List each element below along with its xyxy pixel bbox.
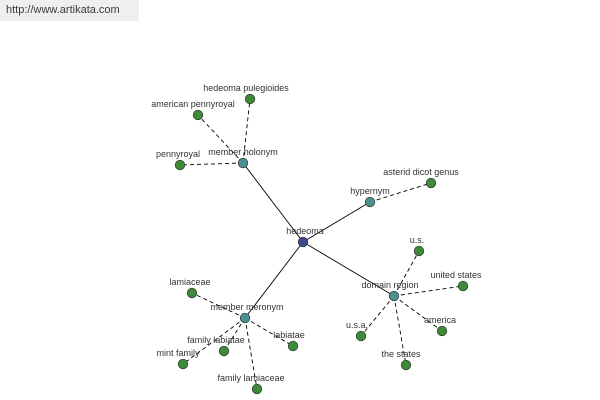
edge-hedeoma-member-holonym [242, 162, 304, 243]
edge-hedeoma-member-meronym [244, 241, 304, 319]
site-url-link[interactable]: http://www.artikata.com [6, 4, 120, 16]
node-member-meronym[interactable] [239, 312, 251, 324]
node-family-labiatae[interactable] [218, 345, 230, 357]
label-hedeoma-pulegioides: hedeoma pulegioides [203, 83, 289, 93]
node-member-holonym[interactable] [237, 157, 249, 169]
label-united-states: united states [430, 270, 482, 280]
node-hedeoma-pulegioides[interactable] [244, 93, 256, 105]
node-usa[interactable] [355, 330, 367, 342]
label-usa: u.s.a. [346, 320, 368, 330]
labels-layer: hedeoma member holonym hedeoma pulegioides… [151, 83, 482, 383]
node-asterid-dicot-genus[interactable] [425, 177, 437, 189]
edge-member-meronym-family-lamiaceae [244, 317, 258, 390]
label-hypernym: hypernym [350, 186, 390, 196]
label-the-states: the states [381, 349, 421, 359]
label-labiatae: labiatae [273, 330, 305, 340]
label-domain-region: domain region [361, 280, 418, 290]
node-american-pennyroyal[interactable] [192, 109, 204, 121]
node-pennyroyal[interactable] [174, 159, 186, 171]
edge-member-holonym-american-pennyroyal [197, 114, 244, 164]
edge-member-meronym-labiatae [244, 317, 294, 347]
edge-domain-region-united-states [393, 285, 464, 297]
node-hedeoma[interactable] [297, 236, 309, 248]
node-united-states[interactable] [457, 280, 469, 292]
edge-domain-region-america [393, 295, 443, 332]
node-family-lamiaceae[interactable] [251, 383, 263, 395]
node-hypernym[interactable] [364, 196, 376, 208]
edge-domain-region-the-states [393, 295, 407, 366]
edge-member-meronym-lamiaceae [191, 292, 246, 319]
edge-hedeoma-domain-region [302, 241, 395, 297]
label-american-pennyroyal: american pennyroyal [151, 99, 235, 109]
label-mint-family: mint family [156, 348, 200, 358]
node-domain-region[interactable] [388, 290, 400, 302]
label-lamiaceae: lamiaceae [169, 277, 210, 287]
label-member-meronym: member meronym [210, 302, 283, 312]
node-america[interactable] [436, 325, 448, 337]
node-lamiaceae[interactable] [186, 287, 198, 299]
label-family-labiatae: family labiatae [187, 335, 245, 345]
edge-hypernym-asterid-dicot-genus [369, 182, 432, 203]
node-the-states[interactable] [400, 359, 412, 371]
node-mint-family[interactable] [177, 358, 189, 370]
label-america: america [424, 315, 456, 325]
edges-layer [179, 98, 464, 390]
edge-member-holonym-pennyroyal [179, 162, 244, 166]
edge-member-holonym-hedeoma-pulegioides [242, 98, 251, 164]
nodes-layer [174, 93, 469, 395]
label-pennyroyal: pennyroyal [156, 149, 200, 159]
label-asterid-dicot-genus: asterid dicot genus [383, 167, 459, 177]
url-banner: http://www.artikata.com [0, 0, 139, 21]
edge-domain-region-usa [360, 295, 395, 337]
edge-domain-region-us [393, 250, 420, 297]
edge-hedeoma-hypernym [302, 201, 371, 243]
label-hedeoma: hedeoma [286, 226, 324, 236]
edge-member-meronym-mint-family [182, 317, 246, 365]
node-us[interactable] [413, 245, 425, 257]
node-labiatae[interactable] [287, 340, 299, 352]
label-member-holonym: member holonym [208, 147, 278, 157]
label-us: u.s. [410, 235, 425, 245]
label-family-lamiaceae: family lamiaceae [217, 373, 284, 383]
